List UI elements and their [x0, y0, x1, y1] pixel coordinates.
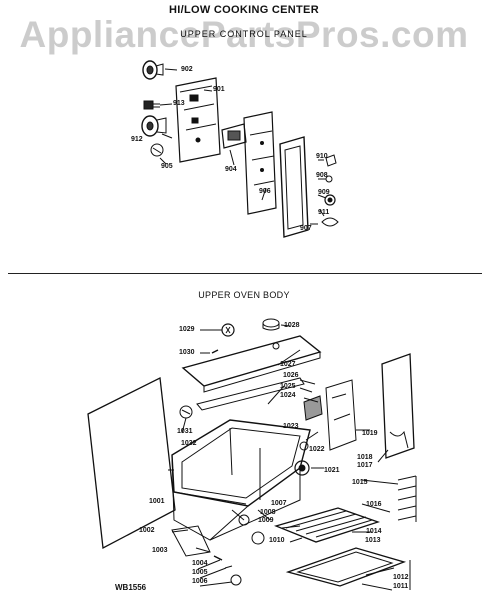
label-1029: 1029 — [179, 326, 195, 333]
label-1019: 1019 — [362, 430, 378, 437]
label-1022: 1022 — [309, 446, 325, 453]
part-1031-fastener — [179, 405, 193, 419]
label-1011: 1011 — [393, 583, 409, 590]
label-1003: 1003 — [152, 547, 168, 554]
part-1032-side-panel — [87, 377, 176, 550]
part-1019-rear-panel — [325, 379, 357, 451]
label-1025: 1025 — [280, 383, 296, 390]
part-1006-knob — [230, 574, 242, 586]
label-1005: 1005 — [192, 569, 208, 576]
label-911: 911 — [318, 209, 330, 216]
part-1013-broil-pan — [285, 547, 407, 587]
section-subtitle-upper-control-panel: UPPER CONTROL PANEL — [180, 29, 308, 39]
part-1010-terminal — [289, 537, 303, 543]
oven-body-assembly — [87, 318, 417, 591]
label-1017: 1017 — [357, 462, 373, 469]
label-1023: 1023 — [283, 423, 299, 430]
label-1028: 1028 — [284, 322, 300, 329]
label-1009: 1009 — [258, 517, 274, 524]
part-901-panel — [175, 77, 221, 163]
part-907-frame — [279, 136, 309, 238]
part-912-knob — [141, 115, 167, 137]
section-divider — [8, 273, 482, 274]
watermark: AppliancePartsPros.com — [19, 14, 469, 55]
part-905-clip — [150, 143, 164, 157]
part-902-knob — [142, 60, 164, 80]
label-1015: 1015 — [352, 479, 368, 486]
label-1001: 1001 — [149, 498, 165, 505]
part-910-bracket — [325, 154, 337, 167]
label-1013: 1013 — [365, 537, 381, 544]
part-1007-lamp-cover — [238, 514, 250, 526]
part-1023-relay — [303, 395, 323, 421]
part-1025-wire — [299, 379, 316, 385]
label-1002: 1002 — [139, 527, 155, 534]
diagram-title: HI/LOW COOKING CENTER — [169, 4, 319, 16]
label-1031: 1031 — [177, 428, 193, 435]
label-1014: 1014 — [366, 528, 382, 535]
part-1004-screw — [213, 555, 223, 561]
part-1027-top-cover — [181, 335, 322, 393]
part-1028-cap — [262, 318, 280, 331]
label-910: 910 — [316, 153, 328, 160]
label-1026: 1026 — [283, 372, 299, 379]
part-1030-screw — [211, 349, 219, 354]
label-1030: 1030 — [179, 349, 195, 356]
label-1004: 1004 — [192, 560, 208, 567]
label-902: 902 — [181, 66, 193, 73]
control-panel-assembly — [141, 60, 339, 238]
label-913: 913 — [173, 100, 185, 107]
part-1021-fan — [294, 460, 310, 476]
part-1018-back-panel — [381, 353, 415, 459]
part-906-insulation — [243, 111, 277, 215]
label-912: 912 — [131, 136, 143, 143]
drawing-reference-number: WB1556 — [115, 583, 147, 592]
label-1006: 1006 — [192, 578, 208, 585]
label-905: 905 — [161, 163, 173, 170]
label-909: 909 — [318, 189, 330, 196]
label-1021: 1021 — [324, 467, 340, 474]
label-1032: 1032 — [181, 440, 197, 447]
label-1024: 1024 — [280, 392, 296, 399]
part-904-control — [221, 123, 247, 149]
label-1010: 1010 — [269, 537, 285, 544]
label-1016: 1016 — [366, 501, 382, 508]
label-1008: 1008 — [260, 509, 276, 516]
label-908: 908 — [316, 172, 328, 179]
part-1009-element — [251, 531, 265, 545]
part-1024-wire — [299, 387, 313, 393]
section-title-upper-oven-body: UPPER OVEN BODY — [198, 290, 290, 300]
part-1029-knob — [221, 323, 235, 337]
part-1026-baffle — [196, 377, 305, 411]
part-1005-clip — [224, 565, 233, 569]
part-1015-rack-supports — [397, 475, 417, 522]
part-913-switch — [143, 100, 160, 110]
label-1012: 1012 — [393, 574, 409, 581]
label-904: 904 — [225, 166, 237, 173]
label-1018: 1018 — [357, 454, 373, 461]
part-1014-rack — [274, 507, 381, 543]
part-1022-bushing — [299, 441, 309, 451]
label-1027: 1027 — [280, 361, 296, 368]
part-1008-wire — [281, 525, 301, 529]
label-1007: 1007 — [271, 500, 287, 507]
label-901: 901 — [213, 86, 225, 93]
part-909-socket — [324, 194, 336, 206]
part-1002-bracket — [171, 525, 211, 557]
label-907: 907 — [300, 225, 312, 232]
label-906: 906 — [259, 188, 271, 195]
part-911-lens — [321, 217, 339, 227]
